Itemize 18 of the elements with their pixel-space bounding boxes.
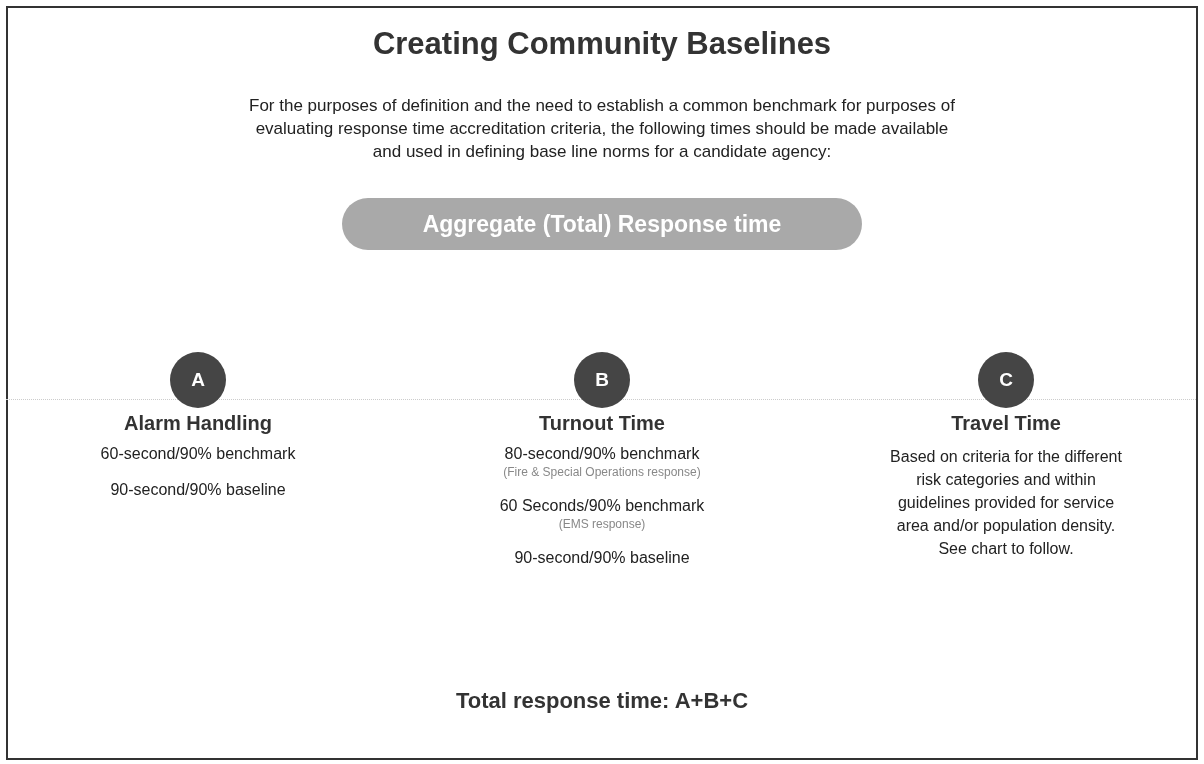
title: Creating Community Baselines — [371, 26, 833, 62]
caption: Total response time: A+B+C — [454, 688, 750, 714]
section-heading: Turnout Time — [538, 412, 666, 435]
letter-circle: B — [574, 352, 630, 408]
benchmark-text: 90-second/90% baseline — [109, 481, 287, 499]
description-text: Based on criteria for the different risk categories and within guidelines provided for service area and/or population density. See chart to follow. — [889, 447, 1123, 559]
note-text: (EMS response) — [557, 517, 647, 531]
letter-circle: C — [978, 352, 1034, 408]
benchmark-text: 80-second/90% benchmark — [503, 445, 701, 463]
response-time-pill: Aggregate (Total) Response time — [342, 198, 862, 250]
section-heading: Alarm Handling — [123, 412, 273, 435]
note-text: (Fire & Special Operations response) — [502, 465, 702, 479]
benchmark-text: 60-second/90% benchmark — [99, 445, 297, 463]
section-heading: Travel Time — [950, 412, 1062, 435]
benchmark-text: 60 Seconds/90% benchmark — [498, 497, 706, 515]
benchmark-text: 90-second/90% baseline — [513, 549, 691, 567]
intro-paragraph: For the purposes of definition and the need to establish a common benchmark for purposes of evaluating response time accreditation criteria, the following times should be made available and used in defining base line norms for a candidate agency: — [248, 95, 956, 163]
letter-circle: A — [170, 352, 226, 408]
